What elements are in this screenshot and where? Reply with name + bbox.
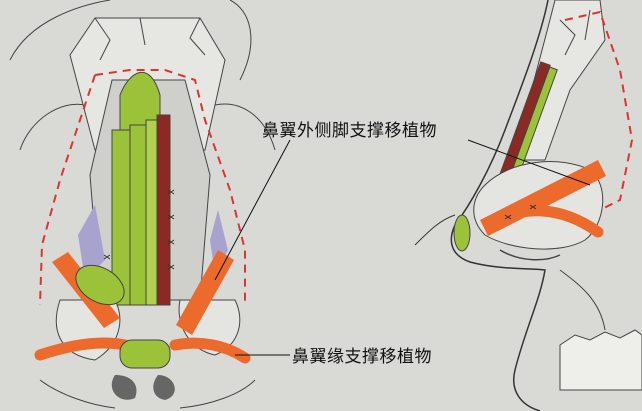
tip-graft	[119, 339, 171, 369]
side-tip-graft	[453, 214, 471, 252]
upper-lateral-cartilage-left	[78, 205, 105, 280]
nasal-base-contour	[39, 379, 256, 409]
front-dashed-outline	[39, 69, 246, 306]
leader-line-lateral-side	[467, 139, 591, 186]
spreader-graft-bar	[129, 124, 149, 306]
front-brow-contour	[229, 0, 252, 81]
face-edge-line	[414, 214, 456, 246]
side-bone-cracks	[559, 9, 591, 56]
side-suture-marks	[504, 204, 537, 220]
dark-strut-graft	[156, 114, 171, 306]
profile-contour	[450, 0, 549, 411]
side-nostril	[499, 249, 561, 261]
alar-rim-strut-left	[34, 337, 131, 361]
lateral-crus-graft-left	[75, 264, 125, 306]
leader-line-lateral-front	[214, 139, 291, 281]
side-alar-rim-strut	[484, 205, 604, 238]
nostril-right	[153, 375, 175, 400]
front-brow-contour	[9, 0, 111, 61]
upper-teeth	[559, 329, 642, 391]
maxilla-contour	[559, 269, 606, 331]
nostril-left	[111, 375, 137, 400]
label-alar-rim-strut-graft: 鼻翼缘支撑移植物	[292, 347, 432, 367]
label-lateral-crural-strut-graft: 鼻翼外侧脚支撑移植物	[262, 121, 437, 141]
front-eye-contour-right	[214, 103, 276, 151]
side-dashed-outline	[564, 10, 634, 211]
nasal-bone-cracks	[94, 17, 206, 61]
front-eye-contour-left	[19, 103, 86, 151]
